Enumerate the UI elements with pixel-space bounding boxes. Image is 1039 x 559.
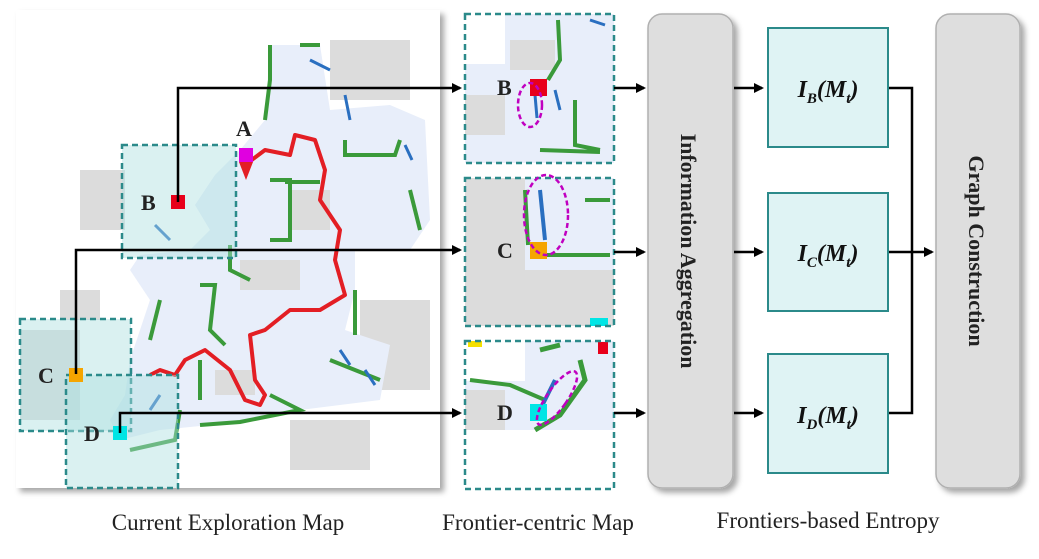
label-a: A xyxy=(236,116,252,141)
svg-text:IC(Mt): IC(Mt) xyxy=(797,241,859,271)
agent-marker xyxy=(239,148,253,162)
entropy-box-b: IB(Mt) xyxy=(767,27,889,148)
label-b: B xyxy=(141,190,156,215)
caption-entropy: Frontiers-based Entropy xyxy=(717,508,940,533)
panel-marker-d xyxy=(530,404,547,421)
label-c: C xyxy=(38,363,54,388)
frontier-panel-b: B xyxy=(463,12,616,165)
arrow-c-to-panel xyxy=(74,245,462,374)
graph-construction-label: Graph Construction xyxy=(964,155,989,346)
frontier-marker-c xyxy=(69,368,83,382)
label-d: D xyxy=(84,421,100,446)
agent-direction-icon xyxy=(239,162,253,180)
entropy-box-c: IC(Mt) xyxy=(767,192,889,312)
caption-frontier-map: Frontier-centric Map xyxy=(442,510,634,535)
frontier-panel-d: D xyxy=(463,339,616,491)
svg-text:IB(Mt): IB(Mt) xyxy=(797,77,859,107)
frontiers xyxy=(148,58,414,411)
merge-line xyxy=(889,86,914,415)
panel-label-d: D xyxy=(497,400,513,425)
caption-exploration-map: Current Exploration Map xyxy=(112,510,345,535)
explored-area xyxy=(110,45,430,440)
arrow-b-to-panel xyxy=(176,83,462,202)
graph-construction-block: Graph Construction xyxy=(935,13,1021,489)
connectors xyxy=(74,83,934,433)
trajectory xyxy=(149,133,347,407)
arrow-d-to-panel xyxy=(118,408,462,433)
panel-label-b: B xyxy=(497,75,512,100)
panel-label-c: C xyxy=(497,238,513,263)
frontier-panel-c: C xyxy=(463,173,616,328)
unexplored-regions xyxy=(20,40,430,470)
highlight-ellipse-b xyxy=(516,81,544,129)
highlight-ellipse-d xyxy=(535,369,579,427)
information-aggregation-label: Information Aggregation xyxy=(676,134,701,369)
entropy-box-d: ID(Mt) xyxy=(767,353,889,474)
highlight-ellipse-c xyxy=(522,173,570,257)
information-aggregation-block: Information Aggregation xyxy=(647,13,734,489)
walls xyxy=(129,43,422,452)
svg-text:ID(Mt): ID(Mt) xyxy=(796,403,859,433)
